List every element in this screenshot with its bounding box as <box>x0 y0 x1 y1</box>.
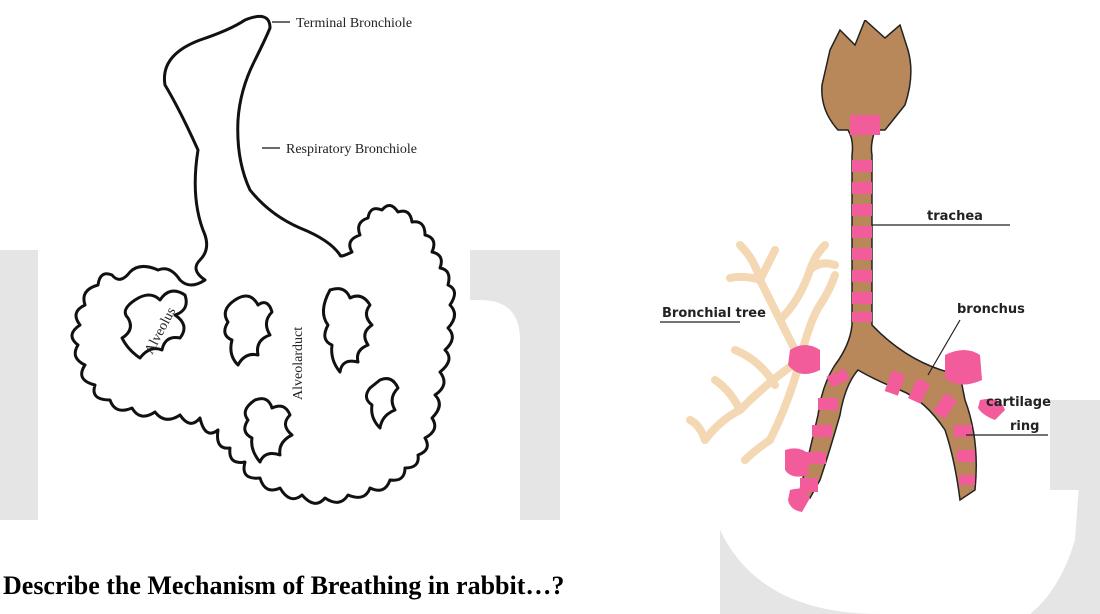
trachea-diagram: trachea Bronchial tree bronchus cartilag… <box>660 20 1080 530</box>
label-alveolar-duct: Alveolarduct <box>291 327 306 400</box>
label-terminal-bronchiole: Terminal Bronchiole <box>296 16 412 31</box>
bronchiole-outline <box>164 16 340 255</box>
larynx-ring <box>850 115 880 135</box>
alveolus-lobes-bottom <box>245 399 292 462</box>
label-cartilage: cartilage <box>986 395 1051 410</box>
alveolus-lobes-center <box>225 296 272 365</box>
label-trachea: trachea <box>927 209 983 224</box>
question-heading: Describe the Mechanism of Breathing in r… <box>3 571 564 601</box>
label-bronchial-tree: Bronchial tree <box>662 306 766 321</box>
alveolus-lobes-right <box>323 289 372 372</box>
watermark-bar-left <box>0 250 38 520</box>
label-bronchus: bronchus <box>957 302 1025 317</box>
alveolus-lobe-small <box>366 379 398 428</box>
label-respiratory-bronchiole: Respiratory Bronchiole <box>286 142 417 157</box>
watermark-curve-bottom <box>720 530 880 614</box>
alveoli-diagram: Terminal Bronchiole Respiratory Bronchio… <box>40 0 550 530</box>
label-ring: ring <box>1010 419 1039 434</box>
